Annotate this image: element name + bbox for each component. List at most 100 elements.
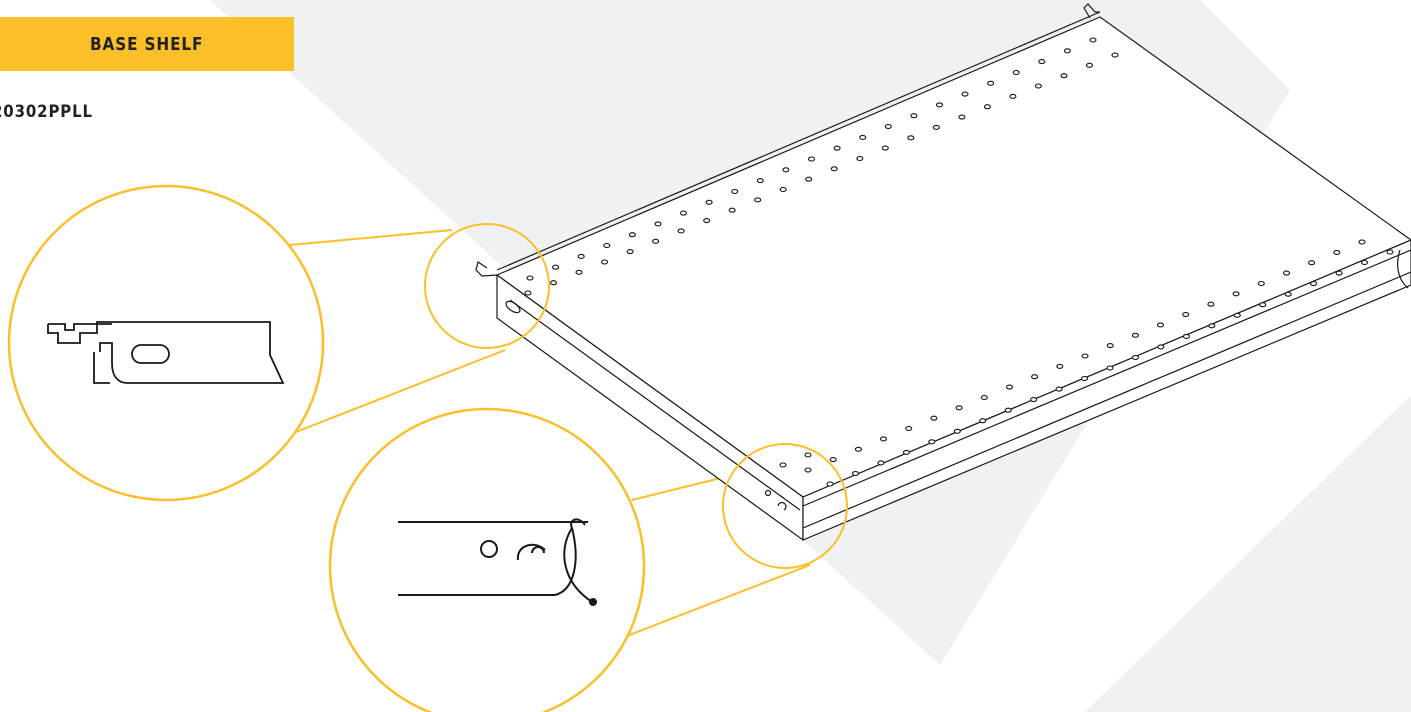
peg-hole-rear-outer: [961, 91, 969, 97]
peg-hole-rear-outer: [807, 156, 816, 162]
peg-hole-front-inner: [1157, 344, 1165, 350]
callout-circle-front: [328, 407, 646, 712]
front-end-zoom-hole: [480, 540, 498, 558]
highlight-circle-front: [722, 443, 848, 569]
peg-hole-front-inner: [1208, 323, 1216, 329]
shelf-front-lip-bottom: [802, 271, 1411, 529]
rear-hook-zoom-slot: [131, 344, 170, 364]
peg-hole-front-inner: [826, 481, 834, 487]
peg-hole-front-inner: [1284, 291, 1292, 297]
peg-hole-front-outer: [1207, 301, 1215, 307]
front-hole: [764, 489, 772, 497]
peg-hole-front-outer: [1182, 311, 1190, 318]
peg-hole-front-outer: [1081, 353, 1089, 359]
peg-hole-front-inner: [1335, 270, 1343, 276]
peg-hole-front-inner: [1030, 397, 1038, 403]
peg-hole-rear-inner: [1034, 83, 1042, 89]
peg-hole-front-outer: [905, 425, 913, 432]
title-banner: BASE SHELF: [0, 17, 294, 71]
peg-hole-front-corner: [804, 452, 812, 458]
peg-hole-front-outer: [1005, 384, 1014, 390]
front-hook-curl: [777, 502, 787, 511]
side-slot: [505, 300, 521, 314]
peg-hole-rear-outer: [884, 123, 892, 130]
shelf-back-edge: [496, 11, 1101, 271]
peg-hole-rear-inner: [626, 249, 634, 255]
peg-hole-front-outer: [1131, 332, 1139, 338]
peg-hole-rear-inner: [524, 290, 532, 296]
peg-hole-front-inner: [1259, 302, 1267, 308]
peg-hole-rear-outer: [756, 178, 764, 184]
peg-hole-rear-outer: [935, 102, 944, 108]
peg-hole-rear-outer: [1012, 69, 1020, 76]
peg-hole-rear-outer: [782, 167, 790, 173]
front-end-zoom-hook: [516, 543, 546, 561]
peg-hole-rear-outer: [1063, 48, 1071, 54]
peg-hole-rear-inner: [983, 104, 991, 110]
peg-hole-front-outer: [1056, 363, 1064, 369]
peg-hole-rear-outer: [731, 188, 739, 195]
front-end-zoom-tip: [589, 598, 597, 606]
peg-hole-rear-outer: [628, 232, 636, 238]
rear-hook-zoom: [47, 321, 285, 384]
front-end-zoom: [398, 518, 597, 606]
page-title: BASE SHELF: [90, 33, 204, 55]
peg-hole-rear-inner: [932, 124, 940, 130]
peg-hole-rear-inner: [830, 166, 838, 172]
peg-hole-front-inner: [953, 428, 961, 434]
front-end-zoom-curl: [563, 527, 593, 603]
peg-hole-front-outer: [1031, 374, 1039, 380]
peg-hole-front-outer: [879, 436, 888, 442]
rear-hook-zoom-inner: [93, 352, 110, 384]
peg-hole-rear-inner: [677, 228, 685, 234]
peg-hole-front-outer: [1106, 343, 1114, 349]
peg-hole-rear-inner: [1060, 73, 1068, 79]
peg-hole-rear-outer: [833, 145, 841, 151]
peg-hole-rear-outer: [910, 113, 918, 119]
peg-hole-front-inner: [928, 439, 936, 445]
peg-hole-rear-outer: [526, 275, 534, 281]
peg-hole-rear-inner: [728, 207, 736, 213]
peg-hole-rear-inner: [907, 135, 915, 141]
peg-hole-rear-outer: [987, 80, 995, 86]
peg-hole-rear-inner: [881, 145, 889, 151]
peg-hole-rear-outer: [552, 264, 560, 270]
peg-hole-front-inner: [902, 449, 910, 455]
peg-hole-front-outer: [829, 457, 837, 463]
peg-hole-rear-outer: [705, 199, 713, 205]
peg-hole-front-outer: [1282, 270, 1291, 276]
background-corner: [1085, 395, 1411, 712]
callout-front-end-detail: [328, 407, 646, 712]
callout-circle-rear: [7, 184, 325, 502]
peg-hole-front-inner: [1233, 312, 1241, 318]
highlight-circle-rear: [424, 223, 550, 349]
shelf-top-surface: [495, 16, 1411, 498]
peg-hole-rear-outer: [679, 210, 688, 216]
peg-hole-front-inner: [1106, 365, 1114, 371]
peg-hole-front-inner: [1080, 375, 1089, 382]
peg-hole-front-inner: [979, 418, 987, 424]
peg-hole-front-outer: [930, 415, 938, 421]
peg-hole-front-outer: [1308, 260, 1316, 266]
peg-hole-front-inner: [1131, 354, 1140, 361]
peg-holes: [524, 37, 1394, 487]
peg-hole-rear-inner: [958, 114, 966, 120]
peg-hole-rear-inner: [703, 218, 711, 224]
peg-hole-rear-inner: [856, 155, 864, 162]
peg-hole-rear-inner: [549, 280, 558, 286]
peg-hole-front-corner: [779, 462, 787, 468]
peg-hole-rear-inner: [1009, 93, 1017, 99]
peg-hole-rear-inner: [754, 197, 762, 203]
peg-hole-front-inner: [1182, 333, 1190, 339]
peg-hole-front-outer: [1232, 291, 1240, 297]
product-code: 20302PPLL: [0, 102, 93, 122]
peg-hole-rear-inner: [575, 269, 583, 275]
peg-hole-front-outer: [854, 446, 862, 452]
shelf-side-inner-line: [509, 299, 801, 511]
peg-hole-front-inner: [1386, 249, 1394, 255]
shelf-outline: [475, 3, 1411, 542]
peg-hole-rear-inner: [1111, 52, 1119, 58]
rear-hook-right: [1083, 3, 1100, 19]
peg-hole-rear-outer: [1038, 59, 1046, 65]
